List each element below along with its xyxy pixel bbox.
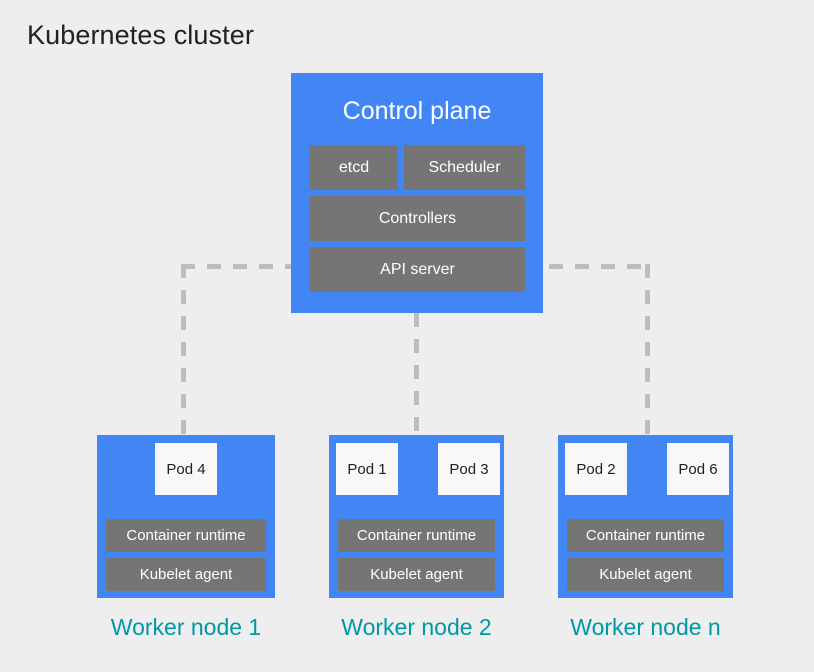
connector-api-server-to-worker-node-1-horizontal: [181, 264, 311, 269]
pod-box[interactable]: Pod 2: [565, 443, 627, 495]
control-plane-box[interactable]: Control plane etcd Scheduler Controllers…: [291, 73, 543, 313]
worker-node-2-box[interactable]: Pod 1 Pod 3 Container runtime Kubelet ag…: [329, 435, 504, 598]
control-plane-component-etcd[interactable]: etcd: [310, 145, 398, 190]
worker-node-1-box[interactable]: Pod 4 Container runtime Kubelet agent: [97, 435, 275, 598]
worker-node-n-kubelet-agent[interactable]: Kubelet agent: [567, 558, 724, 591]
pod-box[interactable]: Pod 4: [155, 443, 217, 495]
worker-node-n-caption: Worker node n: [570, 614, 721, 640]
connector-api-server-to-worker-node-n-horizontal: [523, 264, 650, 269]
control-plane-component-scheduler[interactable]: Scheduler: [404, 145, 525, 190]
connector-api-server-to-worker-node-1-vertical: [181, 264, 186, 437]
worker-node-2-caption: Worker node 2: [341, 614, 492, 640]
pod-box[interactable]: Pod 3: [438, 443, 500, 495]
pod-box[interactable]: Pod 1: [336, 443, 398, 495]
control-plane-component-controllers[interactable]: Controllers: [310, 196, 525, 241]
worker-node-1-kubelet-agent[interactable]: Kubelet agent: [106, 558, 266, 591]
worker-node-1-caption: Worker node 1: [110, 614, 262, 640]
worker-node-n-container-runtime[interactable]: Container runtime: [567, 519, 724, 552]
connector-api-server-to-worker-node-n-vertical: [645, 264, 650, 437]
control-plane-title: Control plane: [342, 97, 492, 125]
control-plane-component-api-server[interactable]: API server: [310, 247, 525, 292]
connector-api-server-to-worker-node-2-vertical: [414, 313, 419, 437]
worker-node-2-kubelet-agent[interactable]: Kubelet agent: [338, 558, 495, 591]
worker-node-n-box[interactable]: Pod 2 Pod 6 Container runtime Kubelet ag…: [558, 435, 733, 598]
page-title: Kubernetes cluster: [27, 20, 254, 50]
pod-box[interactable]: Pod 6: [667, 443, 729, 495]
worker-node-2-container-runtime[interactable]: Container runtime: [338, 519, 495, 552]
worker-node-1-container-runtime[interactable]: Container runtime: [106, 519, 266, 552]
